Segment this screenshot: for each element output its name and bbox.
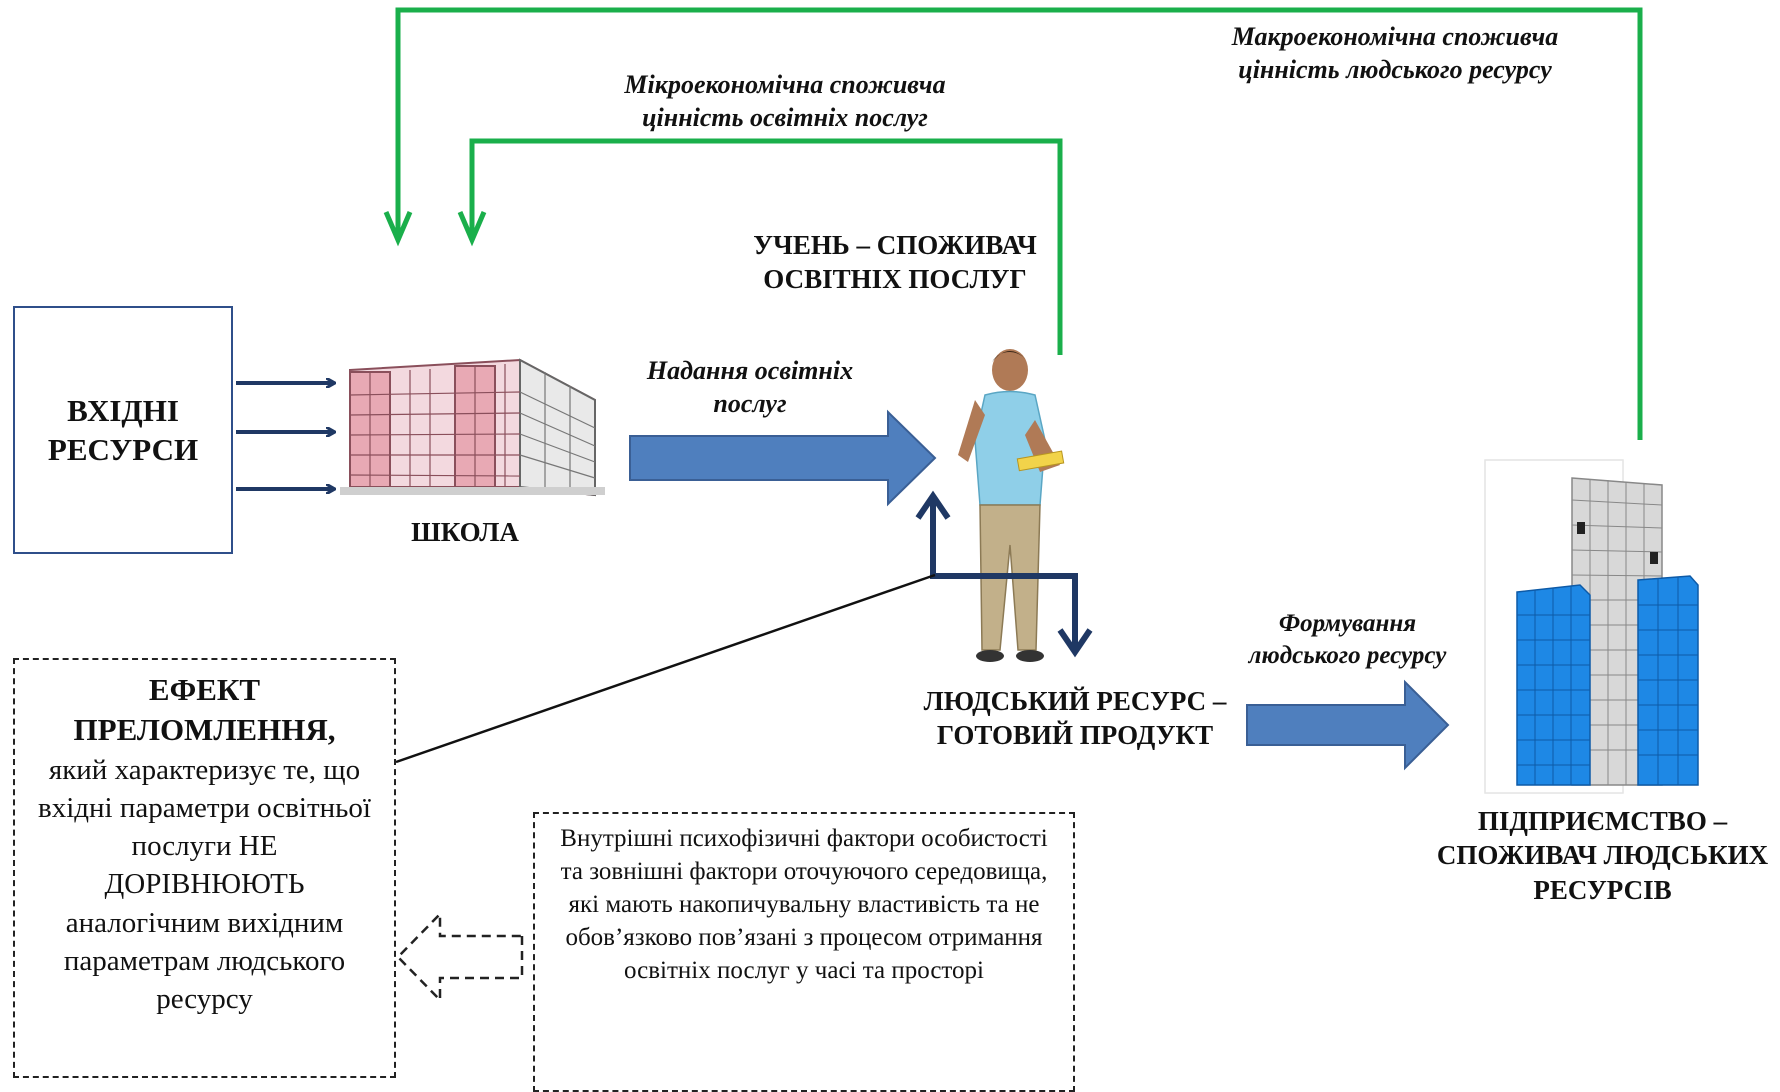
micro-value-arrowhead — [457, 211, 487, 247]
macro-value-label: Макроекономічна споживча цінність людськ… — [1231, 22, 1559, 85]
effect-text: який характеризує те, що вхідні параметр… — [38, 753, 371, 1016]
student-label: УЧЕНЬ – СПОЖИВАЧ ОСВІТНІХ ПОСЛУГ — [753, 230, 1037, 295]
student-figure-icon — [958, 349, 1065, 662]
school-building-icon — [340, 358, 605, 497]
effect-box: ЕФЕКТ ПРЕЛОМЛЕННЯ, який характеризує те,… — [13, 658, 396, 1078]
effect-connector-line — [395, 573, 936, 764]
loop-up-arrowhead — [915, 490, 951, 520]
micro-value-feedback-line — [469, 138, 1063, 355]
loop-down-arrowhead — [1057, 628, 1093, 658]
formation-flow-arrow — [1246, 679, 1450, 771]
macro-value-arrowhead — [383, 211, 413, 247]
provision-label: Надання освітніх послуг — [646, 356, 854, 419]
human-resource-label: ЛЮДСЬКИЙ РЕСУРС – ГОТОВИЙ ПРОДУКТ — [923, 686, 1227, 751]
effect-title: ЕФЕКТ ПРЕЛОМЛЕННЯ, — [73, 672, 336, 748]
factors-box: Внутрішні психофізичні фактори особистос… — [533, 812, 1075, 1092]
micro-value-label: Мікроекономічна споживча цінність освітн… — [624, 70, 946, 133]
diagram-canvas — [236, 7, 1699, 1004]
macro-value-feedback-line — [395, 7, 1643, 440]
factors-text: Внутрішні психофізичні фактори особистос… — [560, 825, 1048, 984]
enterprise-building-icon — [1484, 459, 1699, 794]
inputs-label: ВХІДНІ РЕСУРСИ — [47, 392, 199, 467]
formation-label: Формування людського ресурсу — [1248, 610, 1447, 669]
enterprise-label: ПІДПРИЄМСТВО – СПОЖИВАЧ ЛЮДСЬКИХ РЕСУРСІ… — [1436, 806, 1769, 905]
factors-to-effect-arrow — [396, 910, 524, 1004]
provision-flow-arrow — [629, 409, 937, 507]
student-product-loop-line — [930, 500, 1078, 648]
inputs-node: ВХІДНІ РЕСУРСИ — [13, 306, 233, 554]
school-label: ШКОЛА — [411, 517, 519, 547]
